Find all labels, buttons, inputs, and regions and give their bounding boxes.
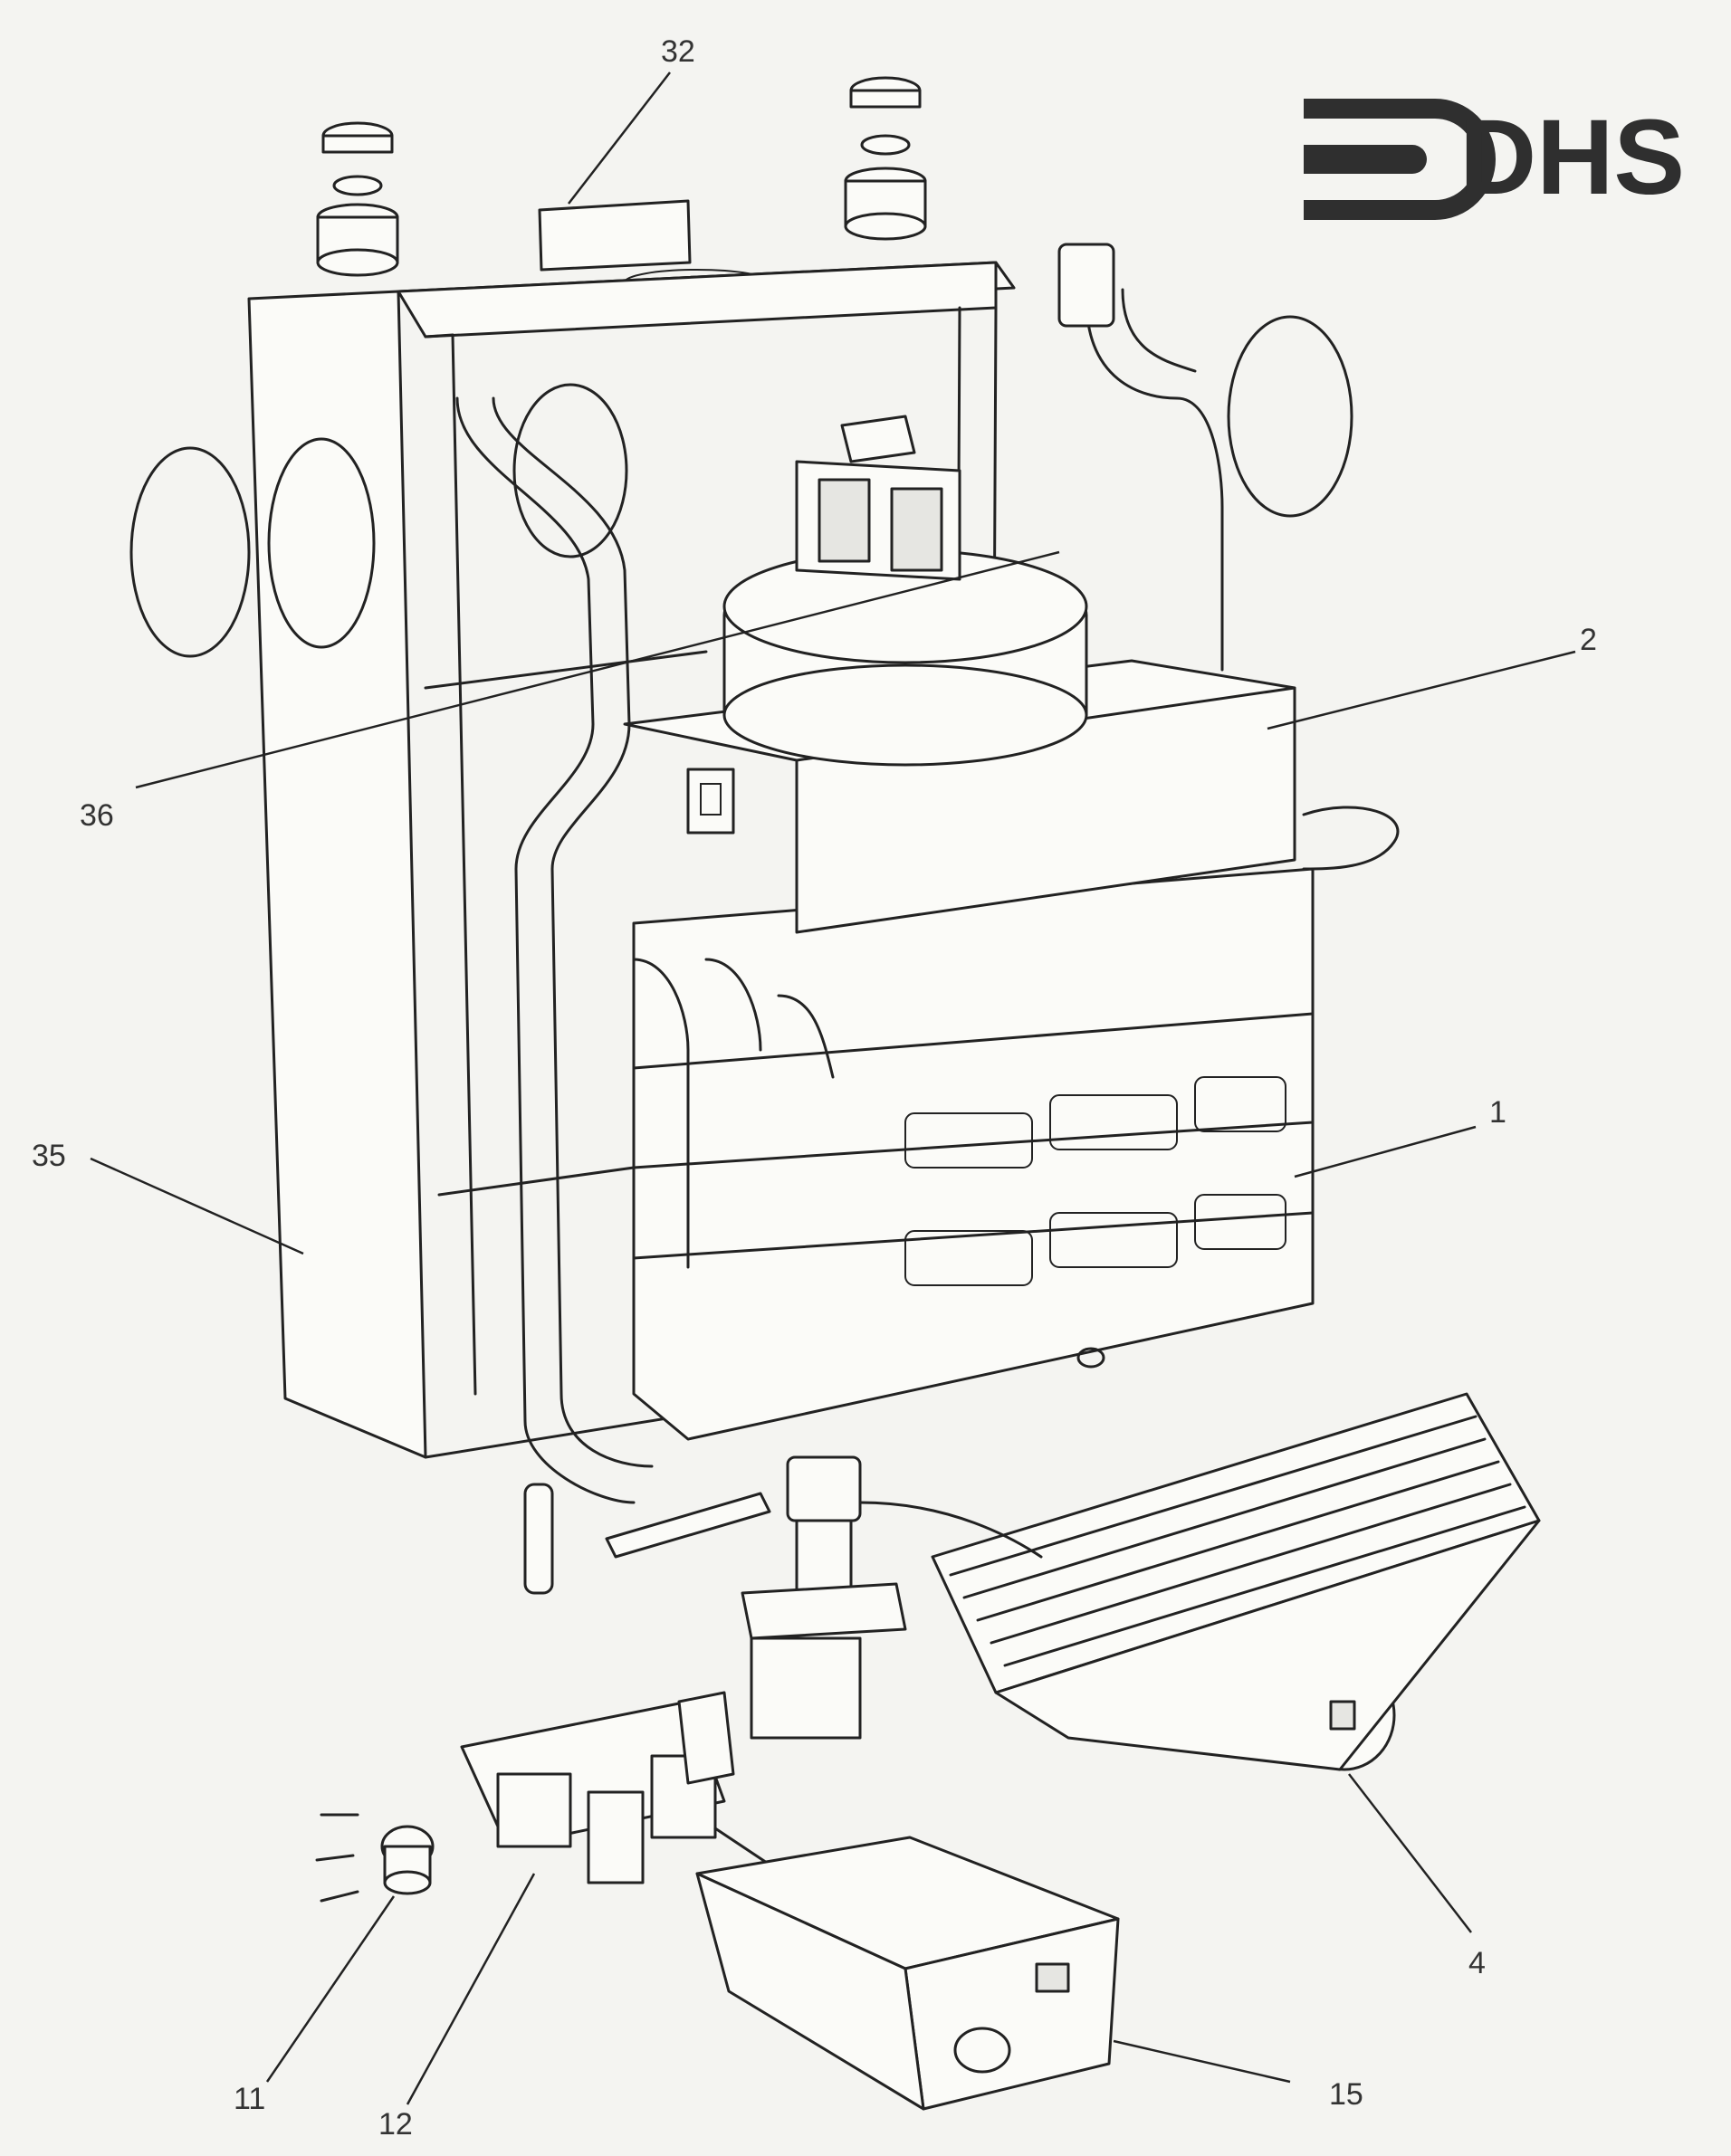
diverter-valve xyxy=(460,1691,771,1884)
callout-36: 36 xyxy=(80,798,114,833)
leader-15 xyxy=(1113,2039,1291,2084)
leader-lines xyxy=(90,72,1576,2105)
leader-4 xyxy=(1348,1773,1472,1933)
pressure-fitting xyxy=(315,1813,435,1903)
seal-right xyxy=(1227,315,1353,518)
chassis-frame xyxy=(247,261,998,1459)
callout-15: 15 xyxy=(1329,2077,1363,2112)
seal-left-outer xyxy=(129,446,251,658)
leader-35 xyxy=(90,1157,304,1255)
control-box xyxy=(695,1836,1120,2111)
callout-12: 12 xyxy=(378,2107,413,2142)
heat-exchanger xyxy=(632,867,1315,1441)
side-seals xyxy=(129,315,1353,658)
burner xyxy=(931,1392,1541,1771)
callout-4: 4 xyxy=(1468,1946,1486,1980)
logo-mark-outer xyxy=(1304,99,1496,220)
leader-11 xyxy=(265,1895,396,2083)
logo-text: DHS xyxy=(1459,98,1685,217)
callout-2: 2 xyxy=(1580,623,1597,657)
logo-mark-inner xyxy=(1304,145,1427,174)
callout-35: 35 xyxy=(32,1139,66,1173)
dhs-logo: DHS xyxy=(1304,98,1685,220)
leader-2 xyxy=(1267,650,1576,730)
seal-left-inner xyxy=(267,437,376,649)
leader-32 xyxy=(568,72,671,205)
connector-left xyxy=(316,121,399,277)
pipework xyxy=(455,243,1224,1504)
callout-32: 32 xyxy=(661,34,695,69)
callout-11: 11 xyxy=(234,2082,265,2116)
gas-valve-assembly xyxy=(523,1455,1043,1740)
leader-12 xyxy=(406,1873,536,2105)
callout-1: 1 xyxy=(1489,1095,1506,1130)
leader-1 xyxy=(1294,1125,1477,1178)
leader-36 xyxy=(135,550,1060,789)
callout-labels: 32 2 36 1 35 4 11 12 15 xyxy=(32,34,1597,2142)
connector-right xyxy=(844,76,927,241)
fan-assembly xyxy=(722,415,1088,767)
top-connectors xyxy=(316,76,927,277)
